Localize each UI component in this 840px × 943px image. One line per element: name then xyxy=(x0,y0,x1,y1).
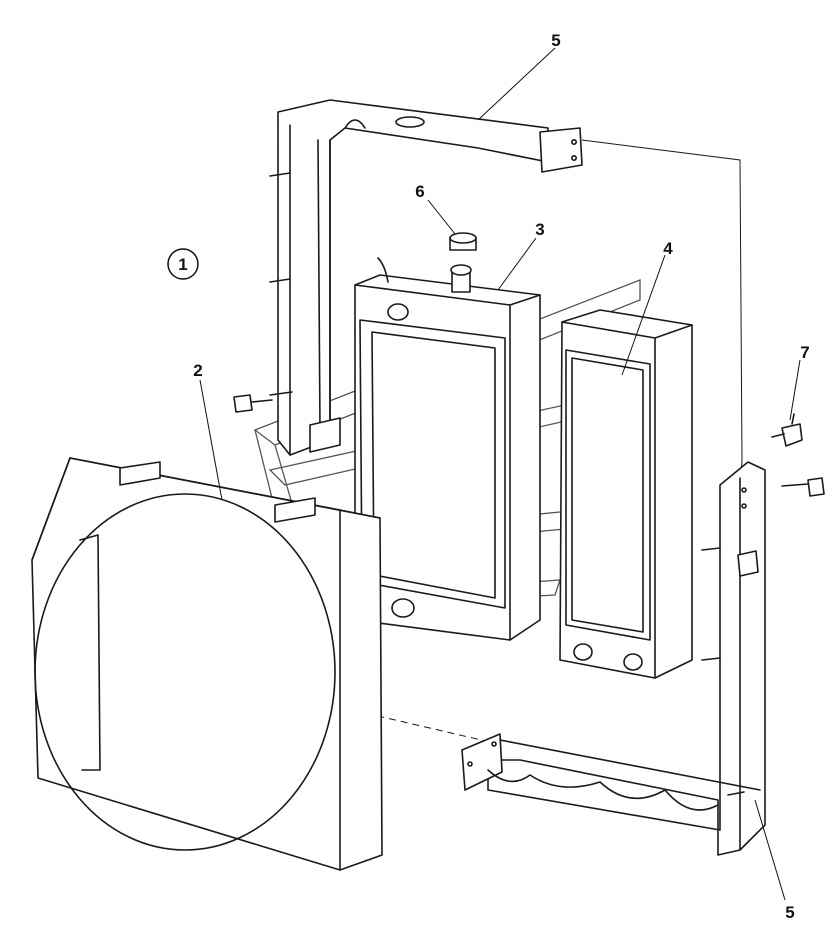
radiator[interactable] xyxy=(354,257,541,641)
drain-cock[interactable] xyxy=(771,413,803,447)
leader-lines xyxy=(199,47,801,901)
callout-2: 2 xyxy=(193,361,202,380)
callout-5-top: 5 xyxy=(551,31,560,50)
upper-bracket[interactable] xyxy=(269,99,583,456)
stud-bolt xyxy=(269,172,293,396)
callout-5-bottom: 5 xyxy=(785,903,794,922)
callout-4: 4 xyxy=(663,239,673,258)
radiator-cap[interactable] xyxy=(449,232,477,251)
callout-7: 7 xyxy=(800,343,809,362)
lower-bracket[interactable] xyxy=(461,461,766,856)
fan-shroud[interactable] xyxy=(31,457,383,871)
callout-3: 3 xyxy=(535,220,544,239)
callout-circle-1 xyxy=(167,248,199,280)
mounting-bolt-right xyxy=(781,477,825,497)
callout-1: 1 xyxy=(178,255,187,274)
callout-6: 6 xyxy=(415,182,424,201)
oil-cooler[interactable] xyxy=(559,309,693,679)
mounting-bolt xyxy=(233,394,273,413)
